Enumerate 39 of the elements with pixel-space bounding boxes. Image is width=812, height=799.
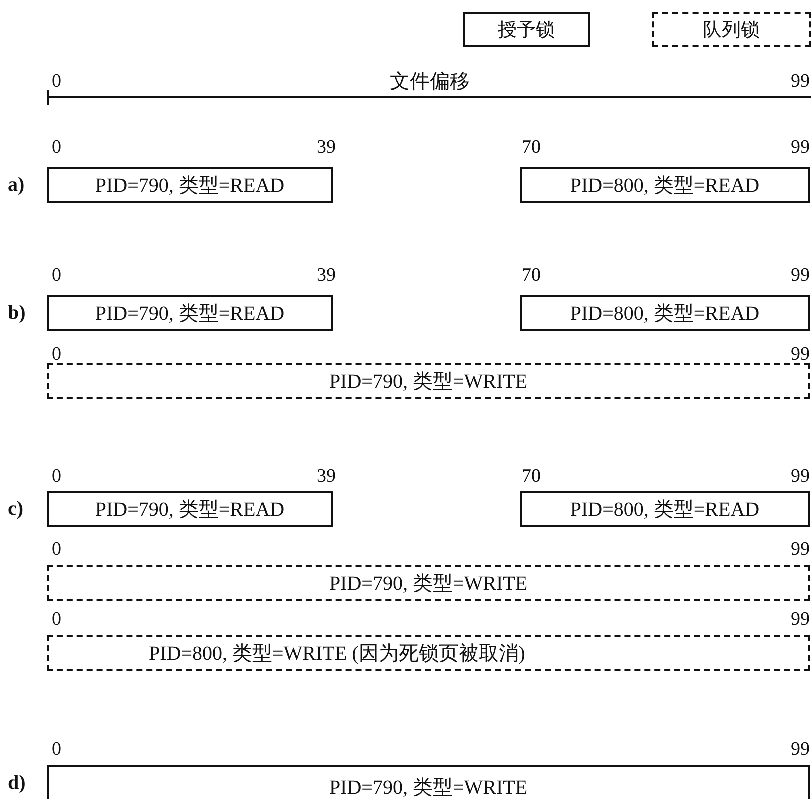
offset-number: 0: [52, 344, 62, 366]
offset-number: 99: [791, 609, 810, 631]
queued-lock-box: PID=790, 类型=WRITE: [47, 363, 810, 399]
row-label: a): [8, 174, 25, 196]
granted-lock-box: PID=800, 类型=READ: [520, 491, 810, 527]
offset-number: 70: [522, 466, 541, 488]
granted-lock-box: PID=800, 类型=READ: [520, 167, 810, 203]
offset-number: 99: [791, 71, 810, 93]
queued-lock-box: PID=790, 类型=WRITE: [47, 565, 810, 601]
offset-number: 70: [522, 137, 541, 159]
offset-number: 99: [791, 137, 810, 159]
offset-number: 0: [52, 71, 62, 93]
offset-number: 99: [791, 539, 810, 561]
offset-number: 39: [317, 265, 336, 287]
offset-number: 0: [52, 539, 62, 561]
granted-lock-box: PID=790, 类型=WRITE: [47, 765, 810, 799]
granted-lock-box: PID=790, 类型=READ: [47, 167, 333, 203]
offset-number: 0: [52, 265, 62, 287]
offset-number: 0: [52, 137, 62, 159]
granted-lock-box: PID=800, 类型=READ: [520, 295, 810, 331]
offset-number: 39: [317, 137, 336, 159]
granted-lock-box: PID=790, 类型=READ: [47, 491, 333, 527]
offset-number: 99: [791, 344, 810, 366]
offset-number: 0: [52, 609, 62, 631]
legend-entry: 授予锁: [463, 12, 590, 47]
row-label: d): [8, 772, 26, 794]
row-label: b): [8, 302, 26, 324]
offset-number: 99: [791, 739, 810, 761]
offset-number: 0: [52, 739, 62, 761]
queued-lock-box: PID=800, 类型=WRITE (因为死锁页被取消): [47, 635, 810, 671]
axis-title: 文件偏移: [390, 71, 470, 93]
offset-number: 39: [317, 466, 336, 488]
offset-number: 99: [791, 466, 810, 488]
row-label: c): [8, 498, 24, 520]
legend-entry: 队列锁: [652, 12, 811, 47]
offset-number: 0: [52, 466, 62, 488]
offset-number: 99: [791, 265, 810, 287]
granted-lock-box: PID=790, 类型=READ: [47, 295, 333, 331]
offset-number: 70: [522, 265, 541, 287]
